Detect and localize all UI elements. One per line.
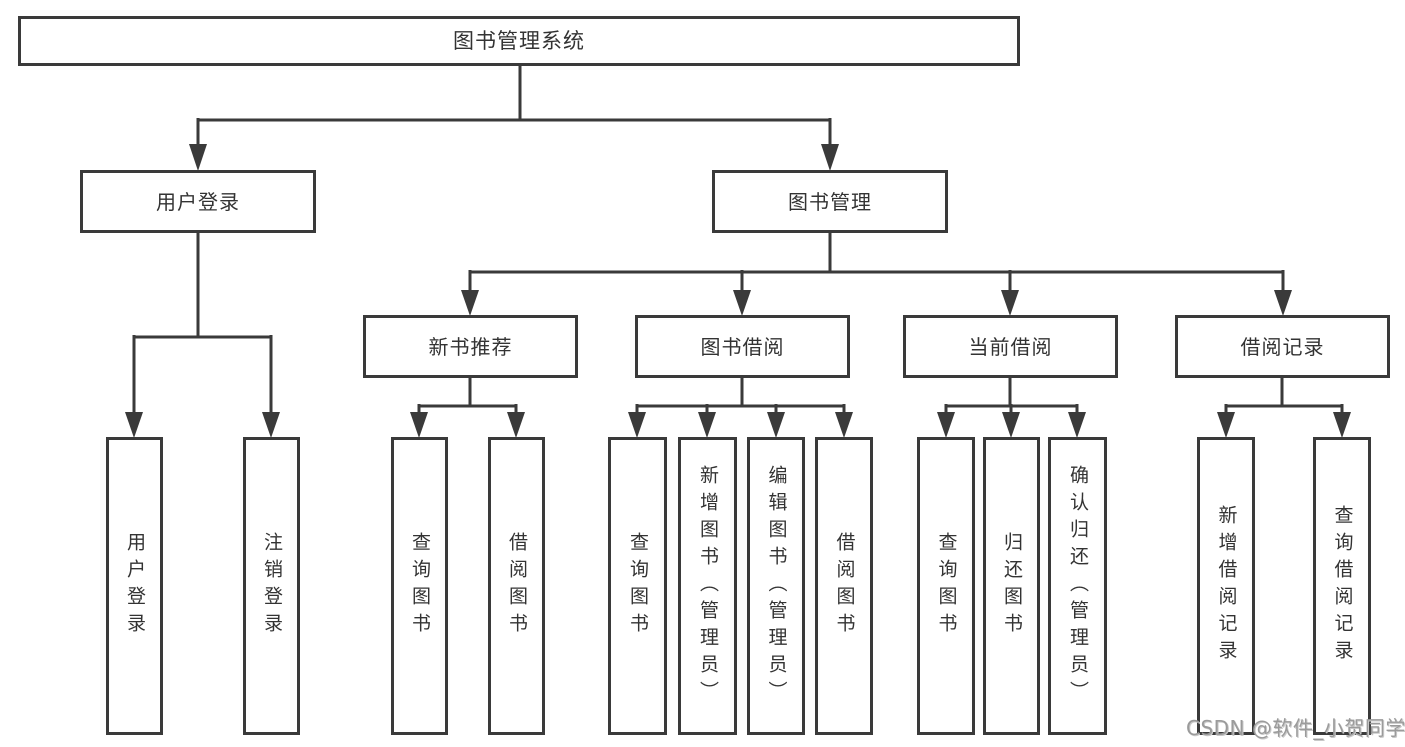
leaf-label: 用户登录 — [124, 532, 146, 640]
leaf-label: 借阅图书 — [506, 532, 528, 640]
leaf-label: 编辑图书（管理员） — [765, 464, 788, 708]
connector-login-children — [132, 231, 273, 415]
node-leaf-logout: 注销登录 — [243, 437, 300, 735]
leaf-label: 查询图书 — [627, 532, 649, 640]
arrowheads — [125, 144, 1351, 438]
node-leaf-query-books-2: 查询图书 — [608, 437, 667, 735]
node-leaf-query-books-3: 查询图书 — [917, 437, 975, 735]
connector-borrow-children — [635, 376, 846, 415]
node-book-management: 图书管理 — [712, 170, 948, 233]
node-current-borrow: 当前借阅 — [903, 315, 1118, 378]
leaf-label: 新增图书（管理员） — [697, 464, 719, 708]
csdn-watermark: CSDN @软件_小贺同学 — [1186, 716, 1405, 740]
node-book-borrow: 图书借阅 — [635, 315, 850, 378]
node-new-book-recommend: 新书推荐 — [363, 315, 578, 378]
node-leaf-add-books-admin: 新增图书（管理员） — [678, 437, 737, 735]
node-leaf-add-borrow-record: 新增借阅记录 — [1197, 437, 1255, 735]
leaf-label: 查询图书 — [409, 532, 431, 640]
node-leaf-confirm-return-admin: 确认归还（管理员） — [1048, 437, 1107, 735]
node-borrow-record: 借阅记录 — [1175, 315, 1390, 378]
leaf-label: 归还图书 — [1001, 532, 1023, 640]
node-leaf-return-books: 归还图书 — [983, 437, 1040, 735]
node-leaf-user-login: 用户登录 — [106, 437, 163, 735]
leaf-label: 注销登录 — [261, 532, 283, 640]
node-user-login: 用户登录 — [80, 170, 316, 233]
connector-mgmt-children — [468, 231, 1285, 293]
node-leaf-edit-books-admin: 编辑图书（管理员） — [747, 437, 805, 735]
node-leaf-borrow-books-1: 借阅图书 — [488, 437, 545, 735]
node-leaf-query-borrow-record: 查询借阅记录 — [1313, 437, 1371, 735]
leaf-label: 借阅图书 — [833, 532, 856, 640]
leaf-label: 新增借阅记录 — [1215, 505, 1238, 667]
node-leaf-query-books-1: 查询图书 — [391, 437, 448, 735]
connector-recommend-children — [417, 376, 518, 415]
connector-root-to-level1 — [196, 64, 832, 148]
node-leaf-borrow-books-2: 借阅图书 — [815, 437, 873, 735]
connector-record-children — [1224, 376, 1344, 415]
leaf-label: 查询借阅记录 — [1331, 505, 1354, 667]
node-system-root: 图书管理系统 — [18, 16, 1020, 66]
connector-current-children — [944, 376, 1079, 415]
leaf-label: 确认归还（管理员） — [1067, 464, 1089, 708]
leaf-label: 查询图书 — [935, 532, 958, 640]
